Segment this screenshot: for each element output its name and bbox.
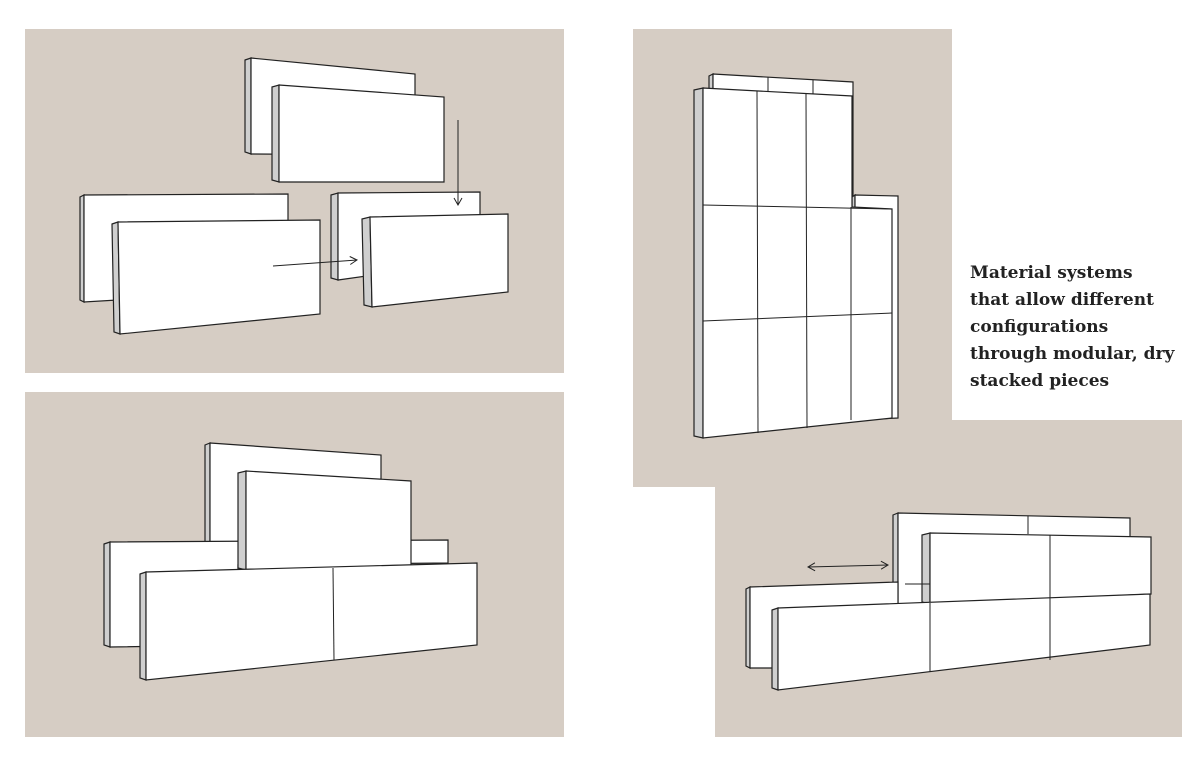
joint-line [332,567,335,661]
block-face [777,593,1151,691]
module-block [693,87,893,439]
block-side [103,541,111,648]
block-face [929,532,1152,605]
block-side [237,470,247,571]
module-block [111,219,321,335]
block-side [204,442,211,546]
joint-line [805,93,808,429]
slide-arrow [806,560,890,572]
block-side [139,571,147,681]
block-side [330,192,339,281]
block-face [278,84,445,183]
move-arrow [272,256,359,267]
block-face [117,219,321,335]
block-face [245,470,412,571]
module-block [905,532,1152,605]
module-block [771,593,1151,691]
block-side [771,607,779,691]
block-side [693,87,704,439]
module-block [237,470,412,571]
caption-text: Material systems that allow different co… [970,263,1175,391]
module-block [139,562,478,681]
joint-line [756,90,759,434]
block-face [145,562,478,681]
joint-line [702,312,893,322]
joint-line [702,204,893,210]
block-side [244,57,252,155]
block-face [369,213,509,308]
module-block [361,213,509,308]
block-side [921,532,931,605]
block-side [271,84,280,183]
module-block [271,84,445,183]
